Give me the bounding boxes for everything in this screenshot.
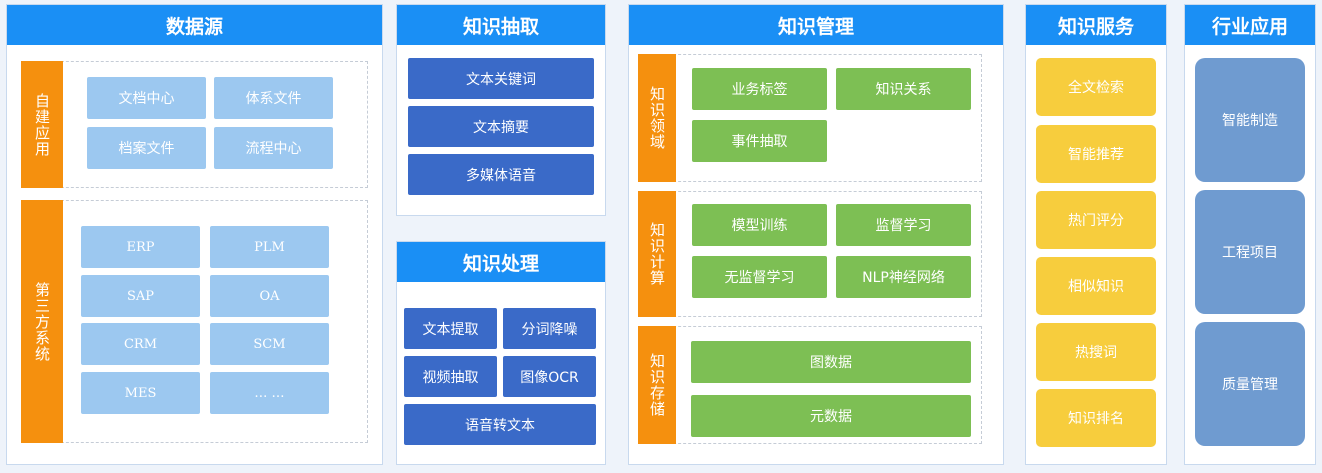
industry-header: 行业应用 bbox=[1185, 5, 1315, 45]
source-item-mes[interactable]: MES bbox=[81, 372, 200, 414]
data-source-header: 数据源 bbox=[7, 5, 382, 45]
service-item-similar[interactable]: 相似知识 bbox=[1036, 257, 1156, 315]
service-item-hot-search[interactable]: 热搜词 bbox=[1036, 323, 1156, 381]
processing-item-speech-to-text[interactable]: 语音转文本 bbox=[404, 404, 596, 445]
service-item-recommend[interactable]: 智能推荐 bbox=[1036, 125, 1156, 183]
self-built-label: 自建应用 bbox=[21, 61, 63, 188]
industry-item-quality[interactable]: 质量管理 bbox=[1195, 322, 1305, 446]
compute-item-nlp-network[interactable]: NLP神经网络 bbox=[836, 256, 971, 298]
processing-panel: 知识处理 文本提取 分词降噪 视频抽取 图像OCR 语音转文本 bbox=[396, 241, 606, 465]
processing-item-video[interactable]: 视频抽取 bbox=[404, 356, 497, 397]
domain-item-relations[interactable]: 知识关系 bbox=[836, 68, 971, 110]
source-item-doc-center[interactable]: 文档中心 bbox=[87, 77, 206, 119]
compute-label: 知识计算 bbox=[638, 191, 676, 317]
service-panel: 知识服务 全文检索 智能推荐 热门评分 相似知识 热搜词 知识排名 bbox=[1025, 4, 1167, 465]
storage-item-metadata[interactable]: 元数据 bbox=[691, 395, 971, 437]
extraction-item-summary[interactable]: 文本摘要 bbox=[408, 106, 594, 147]
source-item-oa[interactable]: OA bbox=[210, 275, 329, 317]
source-item-system-files[interactable]: 体系文件 bbox=[214, 77, 333, 119]
compute-item-supervised[interactable]: 监督学习 bbox=[836, 204, 971, 246]
service-item-ranking[interactable]: 知识排名 bbox=[1036, 389, 1156, 447]
industry-item-smart-manufacturing[interactable]: 智能制造 bbox=[1195, 58, 1305, 182]
service-item-fulltext-search[interactable]: 全文检索 bbox=[1036, 58, 1156, 116]
processing-item-ocr[interactable]: 图像OCR bbox=[503, 356, 596, 397]
source-item-crm[interactable]: CRM bbox=[81, 323, 200, 365]
service-item-hot-score[interactable]: 热门评分 bbox=[1036, 191, 1156, 249]
domain-label: 知识领域 bbox=[638, 54, 676, 182]
processing-item-text-extract[interactable]: 文本提取 bbox=[404, 308, 497, 349]
compute-item-unsupervised[interactable]: 无监督学习 bbox=[692, 256, 827, 298]
industry-item-engineering[interactable]: 工程项目 bbox=[1195, 190, 1305, 314]
source-item-scm[interactable]: SCM bbox=[210, 323, 329, 365]
service-header: 知识服务 bbox=[1026, 5, 1166, 45]
source-item-sap[interactable]: SAP bbox=[81, 275, 200, 317]
management-panel: 知识管理 知识领域 业务标签 知识关系 事件抽取 知识计算 模型训练 监督学习 … bbox=[628, 4, 1004, 465]
industry-panel: 行业应用 智能制造 工程项目 质量管理 bbox=[1184, 4, 1316, 465]
extraction-item-multimedia[interactable]: 多媒体语音 bbox=[408, 154, 594, 195]
source-item-archive-files[interactable]: 档案文件 bbox=[87, 127, 206, 169]
extraction-panel: 知识抽取 文本关键词 文本摘要 多媒体语音 bbox=[396, 4, 606, 216]
extraction-header: 知识抽取 bbox=[397, 5, 605, 45]
extraction-item-keywords[interactable]: 文本关键词 bbox=[408, 58, 594, 99]
source-item-plm[interactable]: PLM bbox=[210, 226, 329, 268]
domain-item-business-tags[interactable]: 业务标签 bbox=[692, 68, 827, 110]
third-party-label: 第三方系统 bbox=[21, 200, 63, 443]
source-item-process-center[interactable]: 流程中心 bbox=[214, 127, 333, 169]
compute-item-model-training[interactable]: 模型训练 bbox=[692, 204, 827, 246]
data-source-panel: 数据源 自建应用 文档中心 体系文件 档案文件 流程中心 第三方系统 ERP P… bbox=[6, 4, 383, 465]
storage-item-graph-data[interactable]: 图数据 bbox=[691, 341, 971, 383]
processing-header: 知识处理 bbox=[397, 242, 605, 282]
management-header: 知识管理 bbox=[629, 5, 1003, 45]
source-item-erp[interactable]: ERP bbox=[81, 226, 200, 268]
domain-item-event-extract[interactable]: 事件抽取 bbox=[692, 120, 827, 162]
storage-label: 知识存储 bbox=[638, 326, 676, 444]
source-item-more[interactable]: … … bbox=[210, 372, 329, 414]
processing-item-denoise[interactable]: 分词降噪 bbox=[503, 308, 596, 349]
